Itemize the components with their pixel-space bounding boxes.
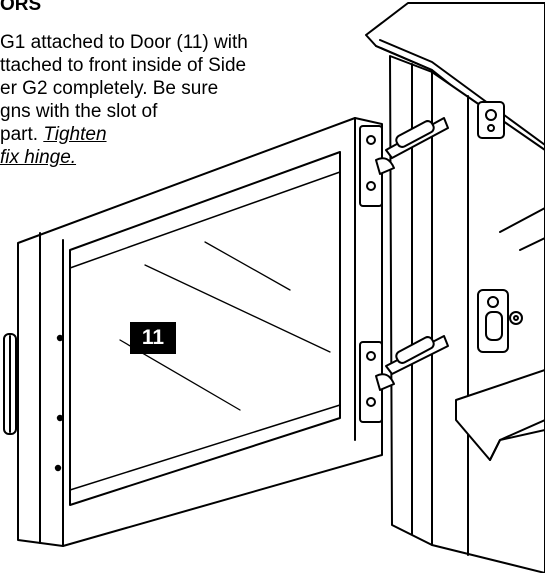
- door-screw: [56, 334, 64, 342]
- instruction-emphasis-tighten: Tighten: [43, 124, 107, 145]
- instruction-line-5: part. Tighten: [0, 124, 107, 145]
- cabinet: [365, 2, 545, 573]
- door-glass-panel: [69, 151, 341, 506]
- hinge-bottom: [359, 335, 449, 423]
- glass-reflection: [144, 264, 331, 353]
- part-number-label: 11: [130, 322, 176, 354]
- instruction-line-3: er G2 completely. Be sure: [0, 78, 219, 99]
- instruction-line-6: fix hinge.: [0, 146, 76, 169]
- instruction-line-2: ttached to front inside of Side: [0, 55, 247, 76]
- section-heading: ORS: [0, 0, 42, 15]
- mounting-plate-top: [477, 101, 505, 139]
- instruction-line-1: G1 attached to Door (11) with: [0, 32, 248, 53]
- hinge-top: [359, 117, 449, 207]
- instruction-emphasis-fix-hinge: fix hinge.: [0, 147, 77, 168]
- door-handle: [3, 333, 17, 435]
- instruction-line-4: gns with the slot of: [0, 101, 158, 122]
- cabinet-shelf: [499, 207, 545, 233]
- door: [17, 117, 383, 547]
- mounting-plate-bottom: [477, 289, 523, 353]
